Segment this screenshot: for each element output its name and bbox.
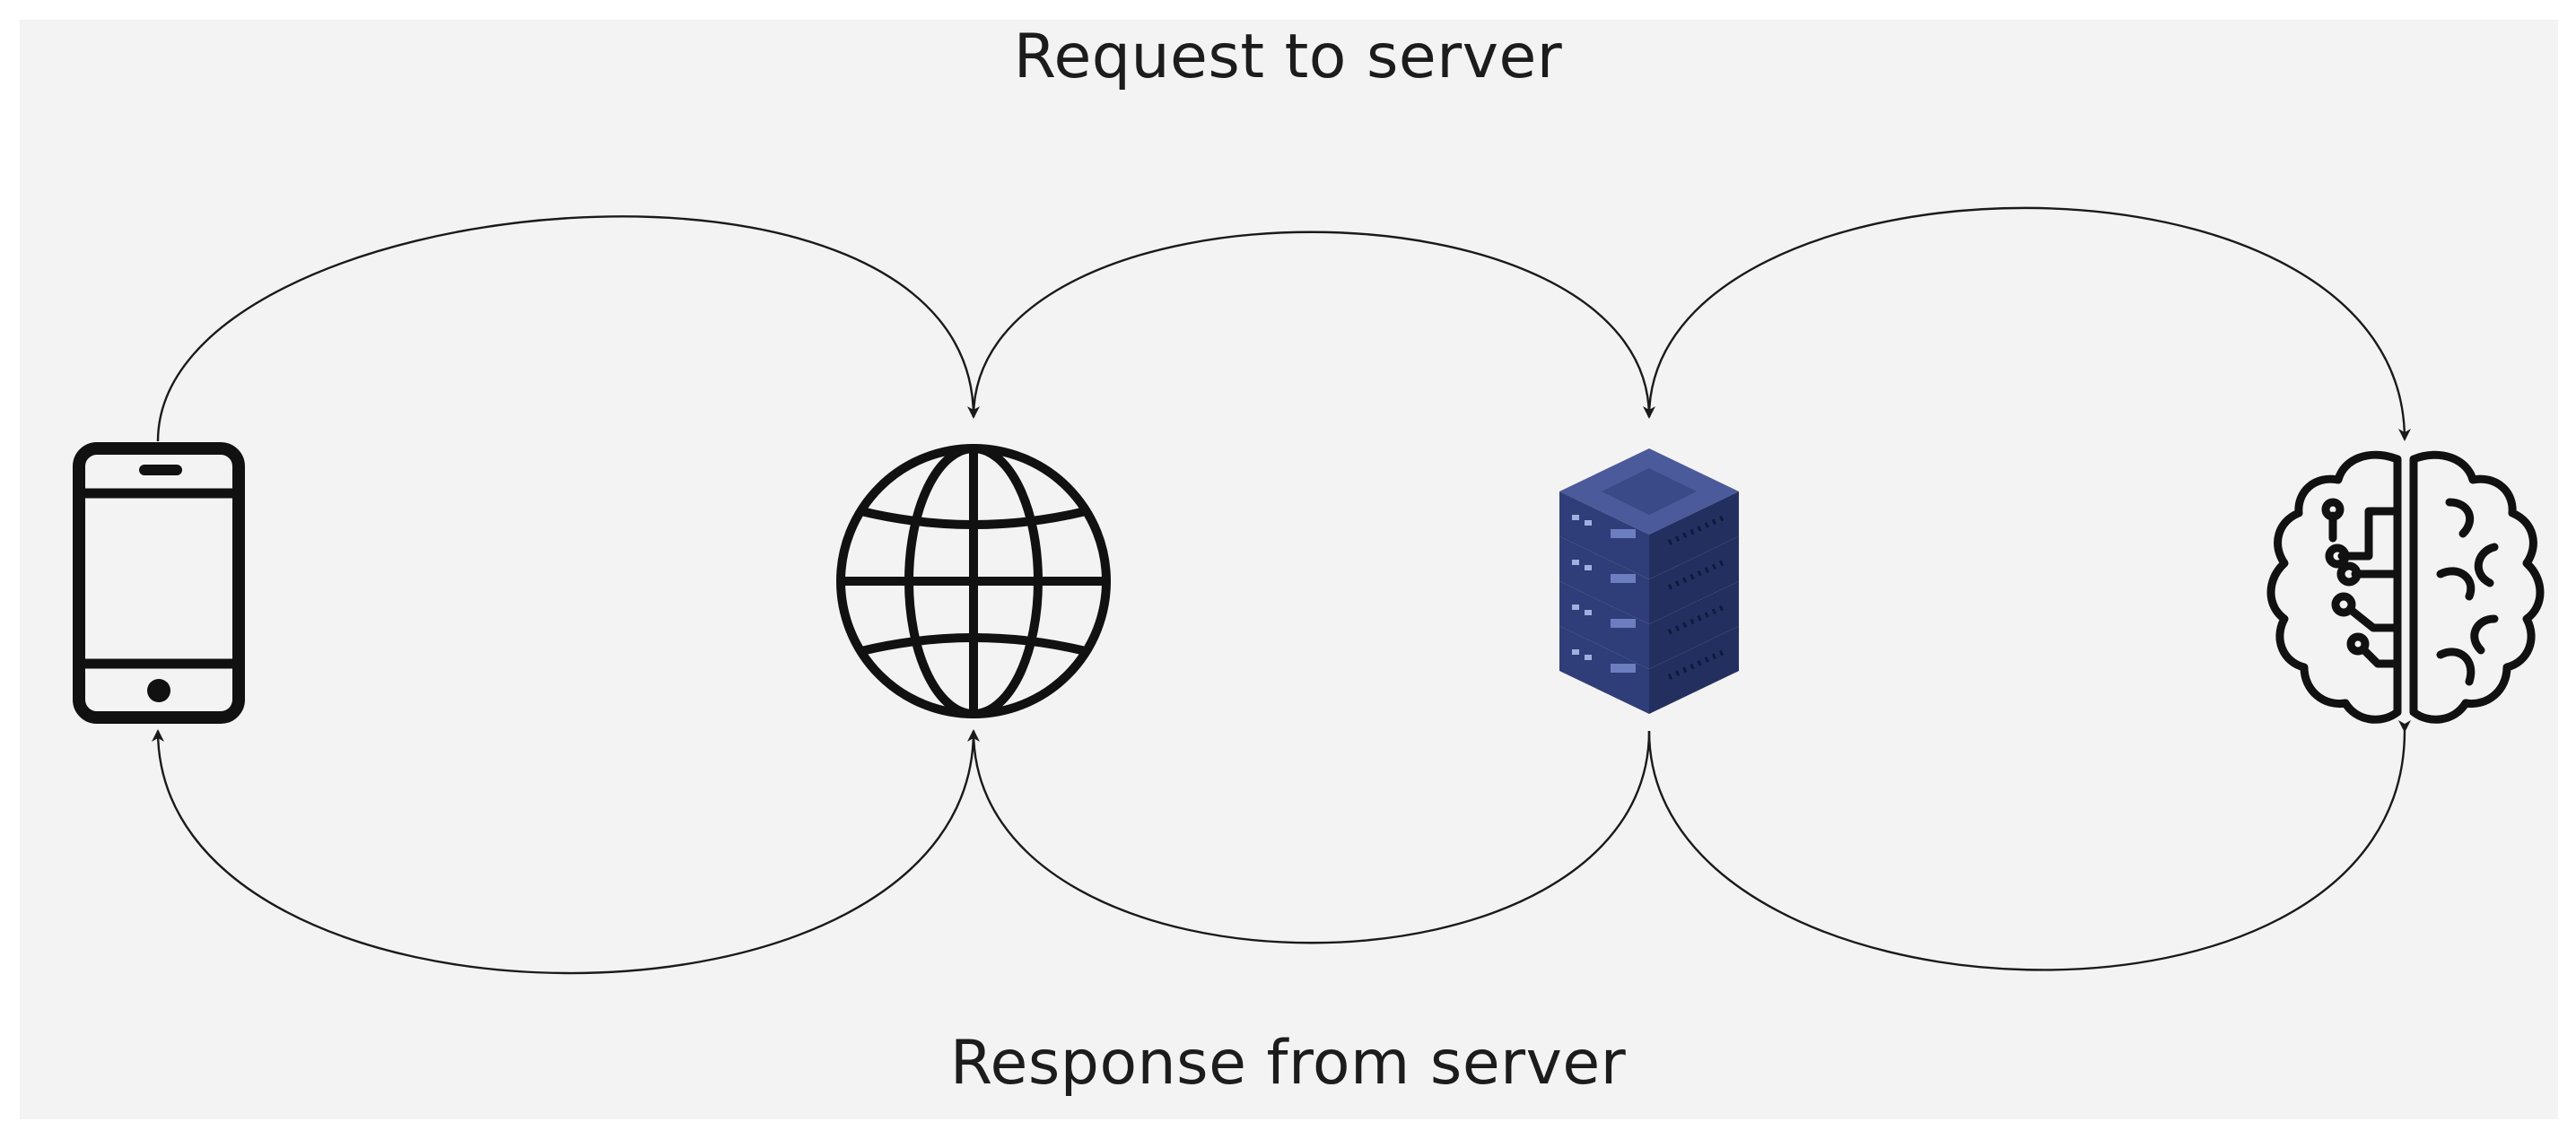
smartphone-icon: [73, 442, 245, 724]
brain-circuit-icon: [2266, 450, 2545, 724]
response-label: Response from server: [949, 1028, 1627, 1099]
request-label: Request to server: [1013, 22, 1563, 92]
response-arc-server-to-internet: [967, 729, 1651, 944]
server-unit-1: [1559, 491, 1739, 579]
server-unit-4: [1559, 626, 1739, 714]
request-arc-internet-to-server: [972, 230, 1655, 419]
server-unit-3: [1559, 581, 1739, 669]
server-stack-icon: [1559, 448, 1739, 714]
globe-icon: [836, 444, 1111, 718]
response-arc-ai-to-server: [1647, 719, 2412, 971]
response-arc-internet-to-phone: [152, 729, 975, 975]
diagram-background: [20, 20, 2558, 1119]
request-arc-phone-to-internet: [156, 215, 980, 442]
request-arc-server-to-ai: [1647, 206, 2411, 441]
server-unit-2: [1559, 536, 1739, 624]
